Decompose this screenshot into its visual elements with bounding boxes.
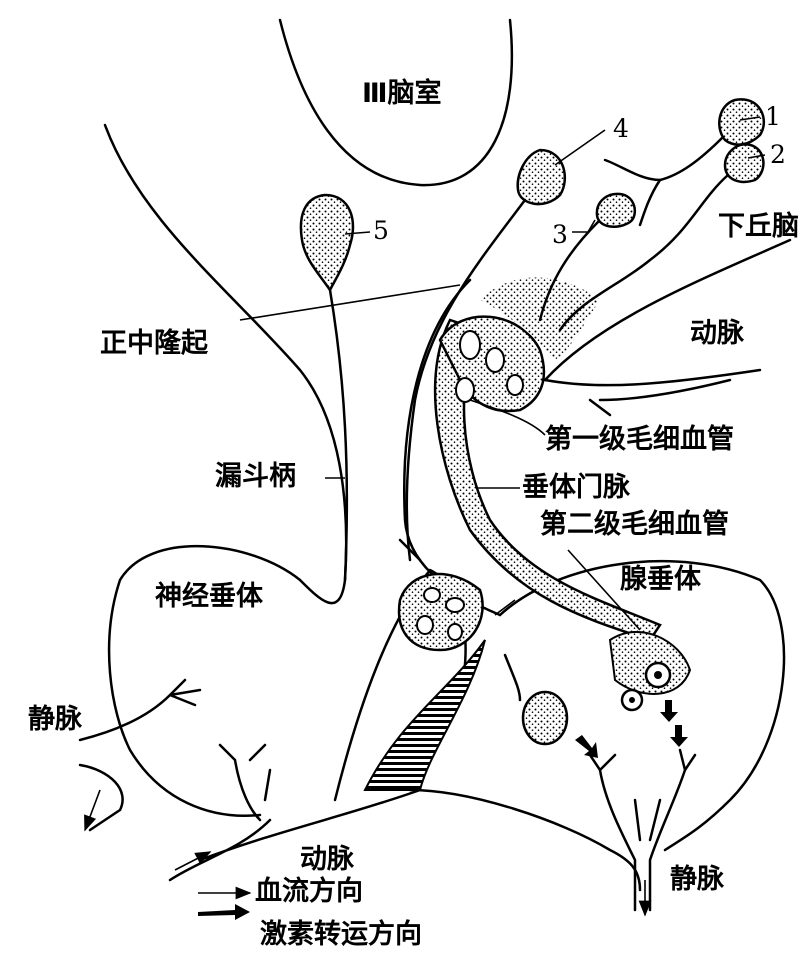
left-small-vessels bbox=[218, 538, 522, 822]
hypothalamus-floor bbox=[543, 238, 792, 382]
artery-bottom bbox=[168, 788, 422, 882]
legend-hormone-transport: 激素转运方向 bbox=[260, 919, 422, 950]
label-vein-left: 静脉 bbox=[28, 704, 82, 735]
label-number-2: 2 bbox=[770, 140, 786, 169]
label-number-3: 3 bbox=[552, 220, 568, 249]
label-secondary-capillary: 第二级毛细血管 bbox=[540, 509, 729, 540]
label-third-ventricle: Ⅲ脑室 bbox=[362, 78, 442, 109]
label-number-1: 1 bbox=[765, 102, 781, 131]
leader-lines bbox=[239, 116, 766, 631]
vein-left-branches bbox=[78, 678, 202, 832]
label-adenohypophysis: 腺垂体 bbox=[620, 564, 701, 595]
label-hypothalamus: 下丘脑 bbox=[718, 211, 799, 242]
neurohypophysis-outline bbox=[107, 544, 302, 817]
label-median-eminence: 正中隆起 bbox=[100, 328, 208, 359]
gland-cell bbox=[521, 690, 569, 746]
label-artery-bottom: 动脉 bbox=[300, 844, 354, 875]
neuron-3 bbox=[595, 192, 637, 228]
neuron-2 bbox=[723, 143, 765, 184]
label-primary-capillary: 第一级毛细血管 bbox=[545, 424, 734, 455]
neuron-5 bbox=[299, 193, 355, 293]
neuron-1 bbox=[718, 98, 766, 146]
label-infundibular-stalk: 漏斗柄 bbox=[215, 461, 296, 492]
label-number-4: 4 bbox=[613, 114, 629, 143]
blood-flow-arrow-left bbox=[84, 789, 101, 832]
hatched-region bbox=[363, 639, 486, 791]
infundibulum-left-outline bbox=[103, 123, 348, 605]
legend-thick-arrow bbox=[198, 904, 250, 920]
lower-outline bbox=[408, 788, 642, 892]
label-portal-vein: 垂体门脉 bbox=[522, 472, 630, 503]
label-artery-top: 动脉 bbox=[690, 318, 744, 349]
adenohypophysis-outline bbox=[498, 560, 786, 852]
artery-top-branch bbox=[543, 368, 762, 417]
neuron-4 bbox=[516, 148, 567, 206]
posterior-capillary-cluster bbox=[397, 572, 484, 652]
label-neurohypophysis: 神经垂体 bbox=[155, 581, 263, 612]
blood-flow-arrow-bottom bbox=[174, 851, 212, 871]
hormone-arrows bbox=[575, 700, 688, 758]
legend-blood-flow: 血流方向 bbox=[255, 876, 363, 907]
label-vein-right: 静脉 bbox=[670, 864, 724, 895]
vein-right-trunk bbox=[588, 748, 697, 912]
third-ventricle-outline bbox=[278, 18, 514, 187]
label-number-5: 5 bbox=[373, 216, 389, 245]
